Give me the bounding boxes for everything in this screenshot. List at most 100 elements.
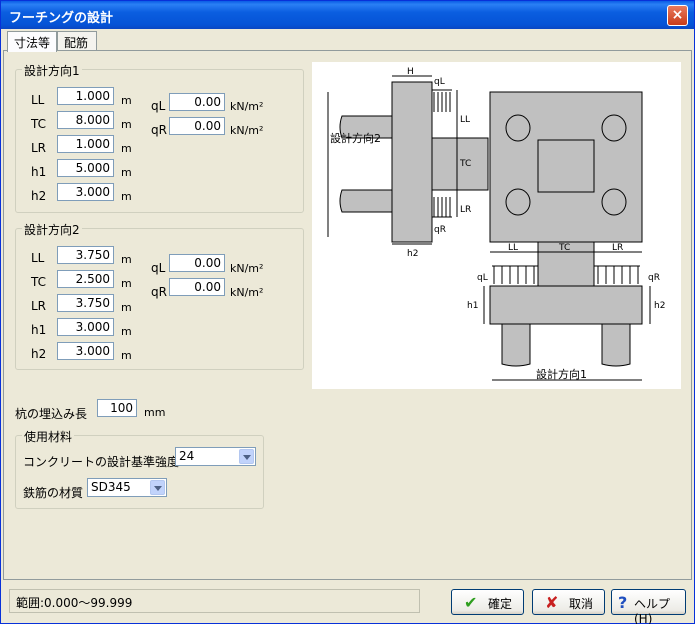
d2-ll-input[interactable]: 3.750 bbox=[57, 246, 114, 264]
d1-lr-input[interactable]: 1.000 bbox=[57, 135, 114, 153]
chevron-down-icon[interactable] bbox=[239, 449, 254, 464]
d2-qr-unit: kN/m² bbox=[230, 286, 264, 299]
side-column bbox=[431, 137, 489, 191]
d1-ql-unit: kN/m² bbox=[230, 100, 264, 113]
concrete-strength-select[interactable]: 24 bbox=[175, 447, 256, 466]
d2-ql-input[interactable]: 0.00 bbox=[169, 254, 225, 272]
d2-ll-unit: m bbox=[121, 253, 132, 266]
d2-ll-label: LL bbox=[31, 251, 45, 265]
material-title: 使用材料 bbox=[22, 428, 75, 445]
d1-tc-input[interactable]: 8.000 bbox=[57, 111, 114, 129]
d1-h2-label: h2 bbox=[31, 189, 47, 203]
direction2-group: 設計方向2 bbox=[15, 221, 304, 370]
footing-diagram: H qL LL TC LR qR h2 設計方向2 bbox=[312, 62, 681, 389]
direction2-title: 設計方向2 bbox=[22, 221, 82, 238]
footing-diagram-svg: H qL LL TC LR qR h2 設計方向2 bbox=[327, 67, 665, 381]
front-pile-right bbox=[601, 323, 631, 367]
d2-h1-input[interactable]: 3.000 bbox=[57, 318, 114, 336]
fig-label-lr-front: LR bbox=[612, 243, 623, 253]
d1-h2-unit: m bbox=[121, 190, 132, 203]
tab-dimensions[interactable]: 寸法等 bbox=[7, 31, 57, 52]
plan-pile-4 bbox=[601, 188, 627, 216]
help-button-label: ヘルプ(H) bbox=[634, 597, 671, 624]
fig-label-tc-side: TC bbox=[459, 159, 471, 169]
d2-h2-input[interactable]: 3.000 bbox=[57, 342, 114, 360]
d2-h2-label: h2 bbox=[31, 347, 47, 361]
plan-pile-3 bbox=[505, 188, 531, 216]
window-title: フーチングの設計 bbox=[9, 11, 114, 26]
d2-lr-input[interactable]: 3.750 bbox=[57, 294, 114, 312]
tab-rebar-label: 配筋 bbox=[64, 36, 89, 50]
front-pile-left bbox=[501, 323, 531, 367]
fig-label-qr-side: qR bbox=[434, 225, 446, 235]
d2-tc-unit: m bbox=[121, 277, 132, 290]
d2-qr-label: qR bbox=[151, 285, 167, 299]
d1-qr-label: qR bbox=[151, 123, 167, 137]
d2-qr-input[interactable]: 0.00 bbox=[169, 278, 225, 296]
d1-qr-input[interactable]: 0.00 bbox=[169, 117, 225, 135]
embed-label: 杭の埋込み長 bbox=[15, 407, 88, 421]
cancel-button[interactable]: ✘ 取消 bbox=[532, 589, 605, 615]
d1-h1-unit: m bbox=[121, 166, 132, 179]
embed-unit: mm bbox=[144, 406, 166, 419]
d1-lr-unit: m bbox=[121, 142, 132, 155]
d1-tc-unit: m bbox=[121, 118, 132, 131]
embed-input[interactable]: 100 bbox=[97, 399, 137, 417]
d1-lr-label: LR bbox=[31, 141, 47, 155]
side-pile-bottom bbox=[339, 189, 393, 213]
side-load-arrows-top bbox=[433, 92, 451, 112]
concrete-strength-value: 24 bbox=[179, 449, 195, 463]
d1-h2-input[interactable]: 3.000 bbox=[57, 183, 114, 201]
close-icon: × bbox=[671, 7, 684, 23]
d2-tc-label: TC bbox=[31, 275, 47, 289]
front-footing bbox=[489, 285, 643, 325]
d1-ql-input[interactable]: 0.00 bbox=[169, 93, 225, 111]
direction1-title: 設計方向1 bbox=[22, 62, 82, 79]
fig-label-h2-side: h2 bbox=[407, 249, 418, 259]
check-icon: ✔ bbox=[464, 593, 478, 612]
x-icon: ✘ bbox=[545, 593, 559, 612]
d1-h1-label: h1 bbox=[31, 165, 47, 179]
fig-label-lr-side: LR bbox=[460, 205, 471, 215]
direction1-group: 設計方向1 bbox=[15, 62, 304, 213]
d2-h1-label: h1 bbox=[31, 323, 47, 337]
close-button[interactable]: × bbox=[667, 5, 688, 26]
help-icon: ? bbox=[618, 593, 628, 612]
d2-ql-unit: kN/m² bbox=[230, 262, 264, 275]
d2-h2-unit: m bbox=[121, 349, 132, 362]
side-footing bbox=[391, 81, 433, 243]
fig-label-h2-front: h2 bbox=[654, 301, 665, 311]
d2-ql-label: qL bbox=[151, 261, 166, 275]
d1-ll-input[interactable]: 1.000 bbox=[57, 87, 114, 105]
rebar-material-select[interactable]: SD345 bbox=[87, 478, 167, 497]
front-load-arrows-left bbox=[493, 266, 535, 284]
ok-button[interactable]: ✔ 確定 bbox=[451, 589, 524, 615]
fig-label-ll-side: LL bbox=[460, 115, 470, 125]
ok-button-label: 確定 bbox=[488, 597, 513, 611]
fig-label-tc-front: TC bbox=[558, 243, 570, 253]
front-load-arrows-right bbox=[597, 266, 639, 284]
help-button[interactable]: ? ヘルプ(H) bbox=[611, 589, 686, 624]
title-bar[interactable]: フーチングの設計 × bbox=[1, 1, 694, 29]
fig-label-dir1: 設計方向1 bbox=[536, 367, 587, 381]
rebar-material-label: 鉄筋の材質 bbox=[23, 486, 84, 500]
d2-lr-label: LR bbox=[31, 299, 47, 313]
cancel-button-label: 取消 bbox=[569, 597, 594, 611]
d1-ql-label: qL bbox=[151, 99, 166, 113]
d1-h1-input[interactable]: 5.000 bbox=[57, 159, 114, 177]
d2-lr-unit: m bbox=[121, 301, 132, 314]
status-bar: 範囲:0.000～99.999 bbox=[9, 589, 420, 613]
fig-label-qr-front: qR bbox=[648, 273, 660, 283]
d2-tc-input[interactable]: 2.500 bbox=[57, 270, 114, 288]
fig-label-ll-front: LL bbox=[508, 243, 518, 253]
fig-label-h1-front: h1 bbox=[467, 301, 478, 311]
d1-qr-unit: kN/m² bbox=[230, 124, 264, 137]
side-load-arrows-bottom bbox=[433, 197, 451, 217]
d1-ll-unit: m bbox=[121, 94, 132, 107]
chevron-down-icon[interactable] bbox=[150, 480, 165, 495]
rebar-material-value: SD345 bbox=[91, 480, 131, 494]
fig-label-h: H bbox=[407, 67, 414, 77]
tab-rebar[interactable]: 配筋 bbox=[57, 31, 97, 51]
status-text: 範囲:0.000～99.999 bbox=[16, 596, 133, 610]
